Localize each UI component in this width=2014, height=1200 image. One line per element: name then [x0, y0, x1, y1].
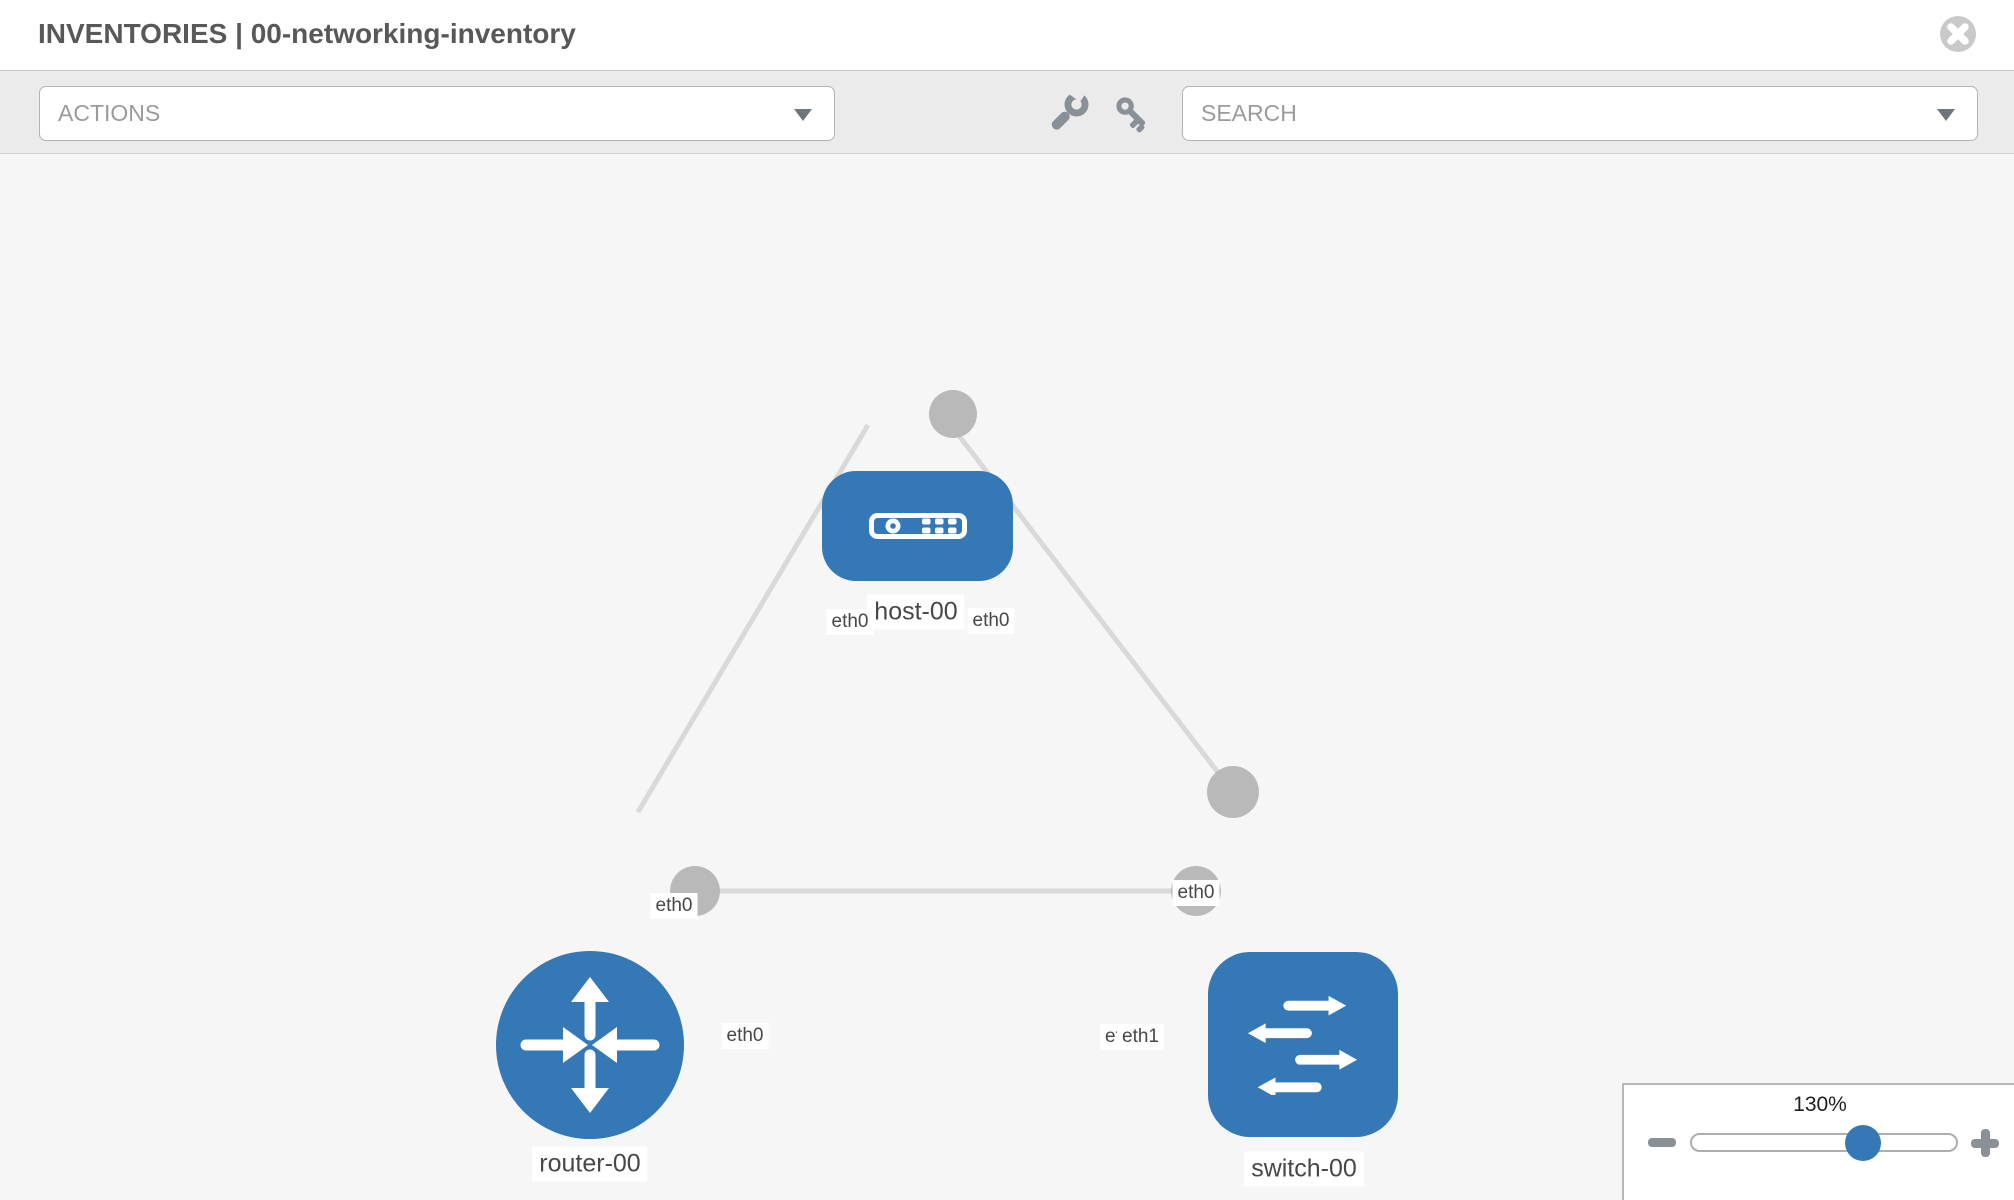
chevron-down-icon — [794, 109, 812, 121]
toolbar: ACTIONS SEARCH — [0, 71, 2014, 154]
key-icon — [1116, 97, 1146, 133]
close-icon — [1947, 23, 1969, 45]
topology-canvas[interactable]: host-00 router-00 switch-00 eth0 eth0 et… — [0, 154, 2014, 1200]
page-title: INVENTORIES | 00-networking-inventory — [38, 18, 576, 49]
chevron-down-icon — [1937, 109, 1955, 121]
header-bar: INVENTORIES | 00-networking-inventory — [0, 0, 2014, 71]
search-dropdown-label: SEARCH — [1201, 100, 1297, 126]
if-label-router-eth0-right: eth0 — [721, 1023, 769, 1049]
zoom-control-panel: 130% — [1622, 1083, 2014, 1200]
interface-dot-switch-top[interactable] — [1207, 766, 1259, 818]
zoom-slider-handle[interactable] — [1845, 1125, 1881, 1161]
search-dropdown[interactable]: SEARCH — [1182, 86, 1978, 141]
if-label-router-eth0-top: eth0 — [650, 893, 698, 919]
zoom-in-button[interactable] — [1969, 1127, 2001, 1159]
zoom-out-button[interactable] — [1648, 1138, 1676, 1147]
actions-dropdown[interactable]: ACTIONS — [39, 86, 835, 141]
actions-dropdown-label: ACTIONS — [58, 100, 161, 126]
host-icon — [868, 513, 967, 539]
if-label-switch-eth1: eth1 — [1117, 1024, 1164, 1050]
node-label-host[interactable]: host-00 — [867, 594, 965, 630]
node-label-switch[interactable]: switch-00 — [1244, 1151, 1364, 1187]
zoom-level-text: 130% — [1793, 1093, 1847, 1116]
node-switch-00[interactable] — [1208, 952, 1398, 1137]
if-label-host-eth0-right: eth0 — [967, 608, 1015, 634]
node-host-00[interactable] — [822, 471, 1013, 581]
node-label-router[interactable]: router-00 — [532, 1146, 648, 1182]
if-label-switch-eth0-top: eth0 — [1172, 880, 1220, 906]
node-router-00[interactable] — [496, 951, 684, 1139]
switch-icon — [1247, 995, 1358, 1095]
if-label-host-eth0-left: eth0 — [826, 609, 874, 635]
configure-button[interactable] — [1048, 81, 1090, 138]
credentials-button[interactable] — [1112, 93, 1154, 140]
wrench-icon — [1051, 81, 1089, 130]
close-button[interactable] — [1940, 16, 1976, 52]
plus-icon — [1980, 1129, 1990, 1157]
router-icon — [520, 977, 660, 1113]
topology-links-layer — [635, 390, 1259, 916]
interface-dot-host[interactable] — [929, 390, 977, 438]
zoom-slider-track[interactable] — [1690, 1133, 1958, 1152]
